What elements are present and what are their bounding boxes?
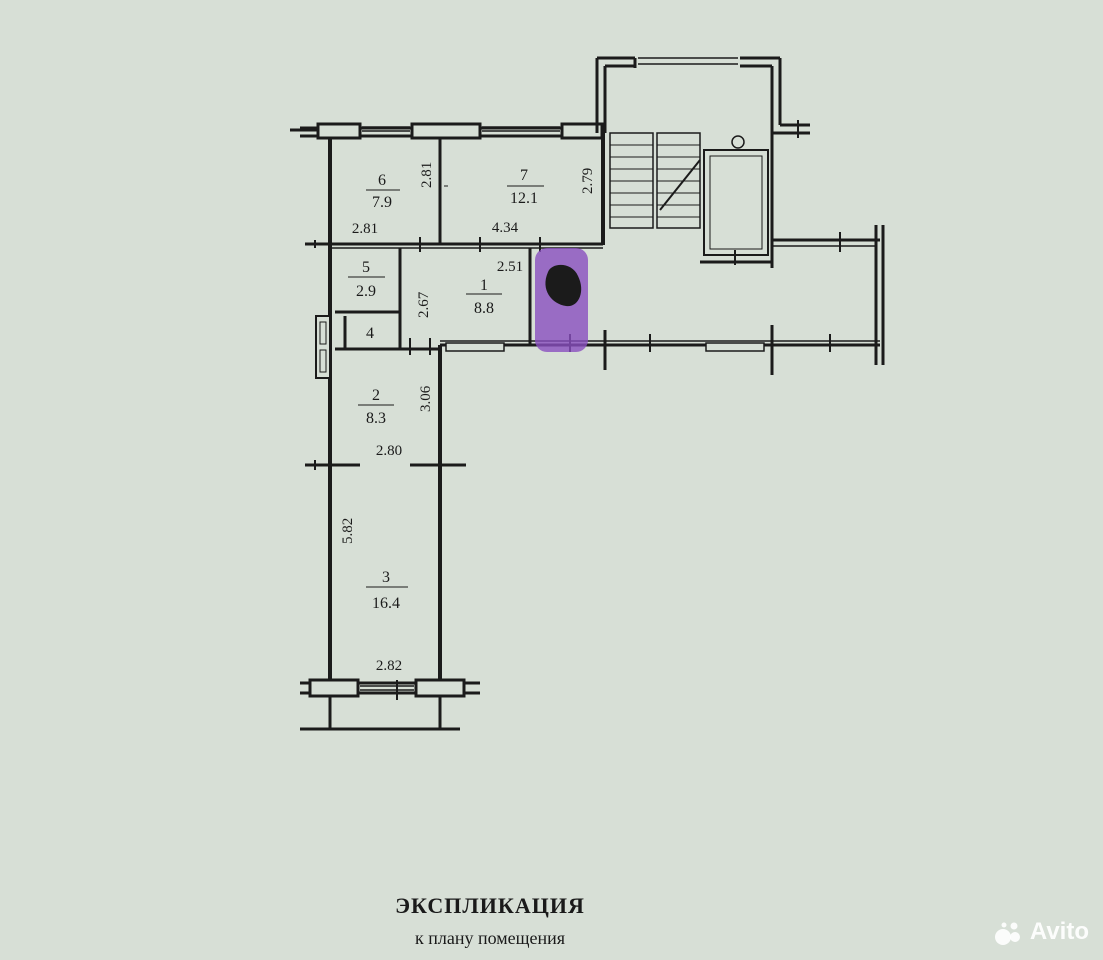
room-6-label: 6 7.9 — [366, 172, 400, 211]
dim-room3-width: 2.82 — [376, 658, 402, 674]
svg-text:2: 2 — [372, 387, 380, 404]
avito-watermark: Avito — [994, 917, 1089, 947]
dim-room6-width: 2.81 — [352, 221, 378, 237]
svg-text:7.9: 7.9 — [372, 194, 392, 211]
avito-logo-icon — [994, 922, 1020, 945]
svg-text:3: 3 — [382, 569, 390, 586]
dim-room7-width: 4.34 — [492, 220, 519, 236]
explication-subtitle: к плану помещения — [414, 928, 566, 948]
svg-text:16.4: 16.4 — [372, 595, 400, 612]
svg-text:8.3: 8.3 — [366, 410, 386, 427]
room-5-label: 5 2.9 — [348, 259, 385, 300]
room-4-label: 4 — [366, 325, 374, 342]
svg-text:7: 7 — [520, 167, 528, 184]
svg-text:1: 1 — [480, 277, 488, 294]
room-2-label: 2 8.3 — [358, 387, 394, 427]
svg-text:2.9: 2.9 — [356, 283, 376, 300]
dim-room7-height: 2.79 — [580, 168, 596, 194]
dim-room3-height: 5.82 — [340, 518, 356, 544]
avito-text: Avito — [1029, 918, 1089, 945]
room-3-label: 3 16.4 — [366, 569, 408, 612]
svg-text:12.1: 12.1 — [510, 190, 538, 207]
room-7-label: 7 12.1 — [507, 167, 544, 207]
dim-room1-width: 2.51 — [497, 259, 523, 275]
dim-room6-height: 2.81 — [419, 162, 435, 188]
dim-room2-height: 3.06 — [418, 385, 434, 412]
svg-text:5: 5 — [362, 259, 370, 276]
dim-room2-width: 2.80 — [376, 443, 402, 459]
explication-title: ЭКСПЛИКАЦИЯ — [395, 893, 585, 918]
room-1-label: 1 8.8 — [466, 277, 502, 317]
dim-room1-height: 2.67 — [416, 291, 432, 318]
svg-text:6: 6 — [378, 172, 386, 189]
svg-text:4: 4 — [366, 325, 374, 342]
svg-text:8.8: 8.8 — [474, 300, 494, 317]
